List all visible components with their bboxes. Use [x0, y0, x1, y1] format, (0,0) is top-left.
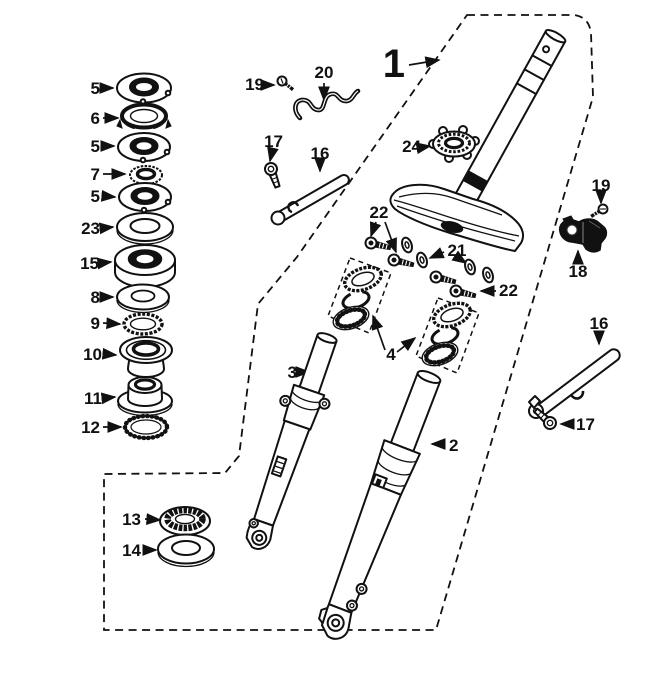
part-bolt-22b1 [428, 269, 458, 289]
part-label-17a: 17 [264, 132, 283, 151]
part-bolt-22a1 [363, 235, 393, 255]
assembly-label-1: 1 [383, 42, 405, 86]
part-washer-21b [414, 250, 430, 270]
part-label-7: 7 [91, 165, 100, 184]
leader-13 [144, 513, 162, 526]
part-bolt-22b2 [448, 283, 478, 303]
part-label-4: 4 [386, 345, 396, 364]
part-ball-retainer-12 [122, 413, 170, 441]
part-label-5a: 5 [91, 79, 100, 98]
part-label-16a: 16 [311, 144, 330, 163]
part-bearing-cone-10 [119, 336, 173, 378]
part-seal-13 [159, 506, 211, 536]
part-label-14: 14 [122, 541, 141, 560]
leader-4a [371, 314, 386, 351]
part-label-5c: 5 [91, 187, 100, 206]
leader-5c [100, 189, 117, 202]
part-bolt-22a2 [386, 252, 416, 272]
part-label-22a: 22 [370, 203, 389, 222]
part-label-17b: 17 [576, 415, 595, 434]
part-label-19a: 19 [245, 75, 264, 94]
part-screw-19a [273, 72, 298, 95]
part-bracket-18 [558, 215, 608, 253]
part-label-19b: 19 [592, 176, 611, 195]
part-label-3: 3 [288, 363, 297, 382]
part-snap-ring-9 [122, 312, 164, 336]
part-label-8: 8 [91, 288, 100, 307]
assembly-boundary-outline [103, 14, 594, 631]
leader-10 [101, 347, 118, 360]
part-label-12: 12 [81, 418, 100, 437]
part-label-21: 21 [448, 241, 467, 260]
part-label-24: 24 [402, 137, 421, 156]
part-label-15: 15 [80, 254, 99, 273]
part-flat-washer-23 [116, 212, 174, 245]
part-screw-19b [587, 201, 611, 222]
left-parts-column: 5 6 5 7 [80, 72, 215, 568]
part-label-10: 10 [83, 345, 102, 364]
leader-9 [102, 317, 122, 330]
part-seal-kit-left [327, 257, 392, 334]
part-seal-kit-right [415, 298, 480, 374]
part-bearing-cup-11 [117, 376, 173, 417]
leader-11 [100, 392, 117, 405]
leader-17a [267, 146, 279, 163]
leader-15 [96, 257, 113, 270]
part-wire-stay-16a [270, 174, 350, 226]
part-fork-leg-right [318, 370, 442, 640]
leader-21a [428, 247, 445, 259]
part-label-13: 13 [122, 510, 141, 529]
part-slotted-nut-a [116, 72, 172, 105]
part-washer-14 [157, 533, 215, 568]
leader-4b [396, 336, 417, 353]
part-fork-leg-left [245, 332, 338, 550]
part-label-18: 18 [569, 262, 588, 281]
part-slotted-nut-b [117, 132, 171, 164]
part-label-11: 11 [84, 389, 102, 408]
leader-1 [408, 56, 441, 69]
part-label-5b: 5 [91, 137, 100, 156]
leader-22a1 [369, 221, 382, 238]
part-bearing-race-15 [114, 244, 176, 288]
part-label-16b: 16 [590, 314, 609, 333]
part-label-22b: 22 [499, 281, 518, 300]
part-washer-21c [462, 257, 478, 277]
leader-23 [98, 222, 115, 235]
part-lower-bridge [389, 183, 525, 252]
leader-22a2 [384, 221, 397, 254]
part-label-20: 20 [315, 63, 334, 82]
part-spring-clip-20 [293, 88, 361, 121]
part-label-23: 23 [81, 219, 100, 238]
part-slotted-nut-c [118, 182, 172, 214]
part-bolt-17a [262, 160, 285, 190]
part-dust-cover [116, 102, 172, 130]
part-label-9: 9 [91, 314, 100, 333]
part-steering-stem [450, 29, 567, 213]
part-washer-21d [480, 265, 496, 285]
part-washer-21a [399, 235, 415, 255]
part-knurled-ring [129, 165, 163, 185]
part-washer-8 [116, 283, 170, 314]
part-castellated-nut-24 [428, 125, 480, 163]
part-label-6: 6 [91, 109, 100, 128]
part-label-2: 2 [449, 436, 458, 455]
